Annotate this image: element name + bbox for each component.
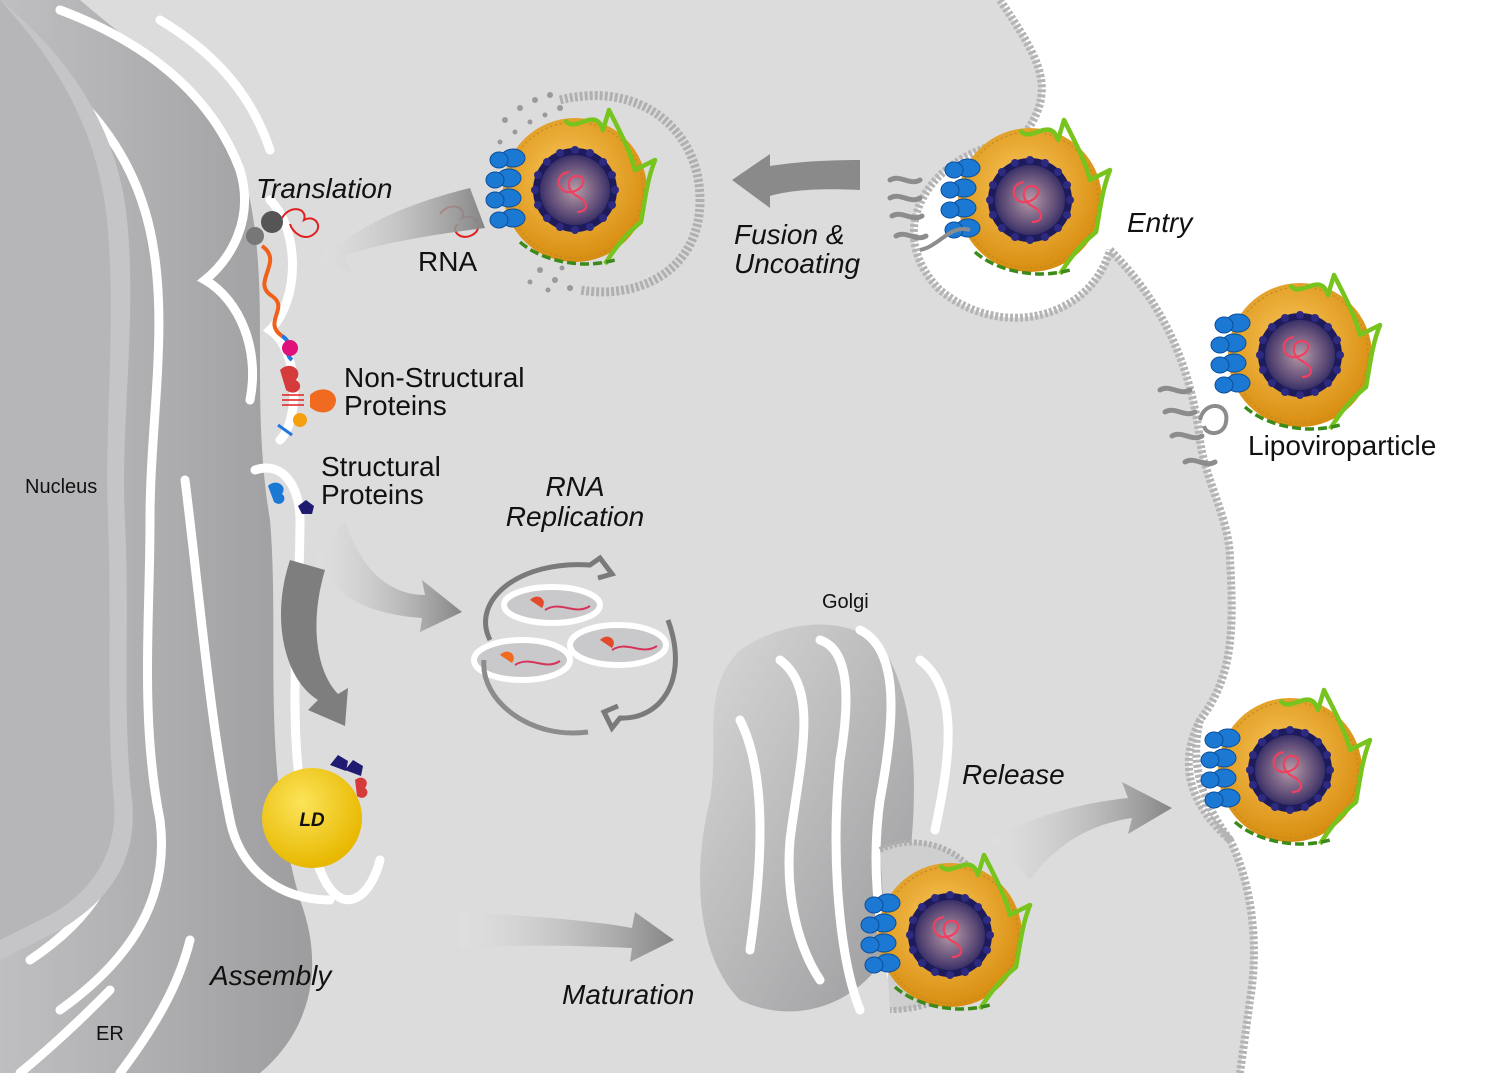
release-bud <box>1192 719 1234 843</box>
arrow-maturation <box>460 912 674 962</box>
endosome <box>558 91 705 297</box>
translation-label: Translation <box>256 173 392 204</box>
golgi-label: Golgi <box>822 591 869 613</box>
replication-complex <box>471 554 678 736</box>
arrow-release <box>990 782 1172 880</box>
non-structural-label-2: Proteins <box>344 390 447 421</box>
entry-label: Entry <box>1127 207 1194 238</box>
structural-label-1: Structural <box>321 451 441 482</box>
er-label: ER <box>96 1023 124 1045</box>
uncoating-debris <box>497 92 573 293</box>
lipoviroparticle-label: Lipoviroparticle <box>1248 430 1436 461</box>
arrow-translation <box>318 188 485 272</box>
arrow-to-assembly <box>280 560 348 726</box>
entry-receptors <box>890 178 971 252</box>
process-arrows <box>280 154 1172 962</box>
arrow-fusion <box>732 154 860 208</box>
arrow-to-replication <box>315 520 462 632</box>
nucleus-er <box>0 0 385 1073</box>
plasma-membrane <box>996 0 1258 1073</box>
fusion-label-1: Fusion & <box>734 219 845 250</box>
nucleus-label: Nucleus <box>25 476 97 498</box>
ld-label: LD <box>299 810 325 831</box>
lipoviro-receptors <box>1160 388 1229 463</box>
virion-released <box>1201 690 1370 844</box>
non-structural-label-1: Non-Structural <box>344 362 525 393</box>
rna-replication-label-2: Replication <box>506 501 645 532</box>
fusion-label-2: Uncoating <box>734 248 861 279</box>
lipoviroparticle <box>1211 275 1380 429</box>
maturation-label: Maturation <box>562 979 694 1010</box>
translation-complex <box>246 208 336 514</box>
structural-label-2: Proteins <box>321 479 424 510</box>
rna-replication-label-1: RNA <box>545 471 604 502</box>
lipid-droplet: LD <box>262 768 362 868</box>
rna-label: RNA <box>418 246 477 277</box>
assembly-label: Assembly <box>208 960 333 991</box>
release-label: Release <box>962 759 1065 790</box>
